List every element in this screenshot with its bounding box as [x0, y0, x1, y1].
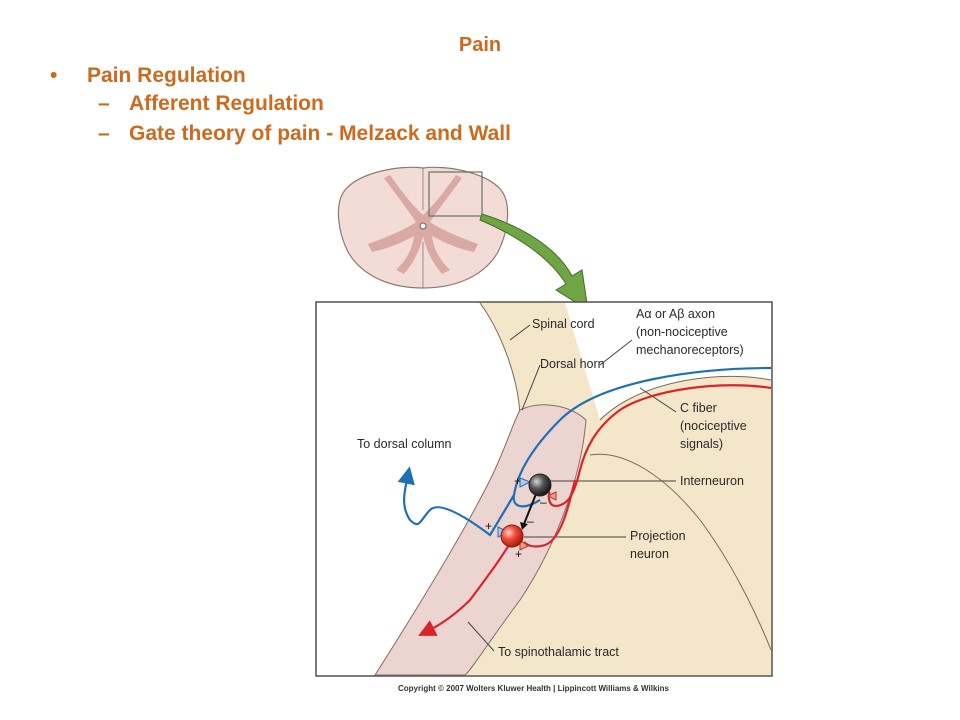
dorsal-column-branch — [397, 466, 515, 537]
diagram-labels: Spinal cord Dorsal horn Aα or Aβ axon (n… — [357, 307, 747, 659]
c-to-interneuron-synapse — [546, 491, 557, 501]
label-c-fiber-1: C fiber — [680, 401, 717, 415]
bullet-text: Pain Regulation — [87, 64, 246, 87]
zoom-region-box — [428, 171, 483, 217]
label-interneuron: Interneuron — [680, 474, 744, 488]
a-to-interneuron-synapse — [519, 477, 532, 488]
label-spinothalamic: To spinothalamic tract — [498, 645, 619, 659]
leader-lines — [467, 324, 677, 652]
minus-sign: – — [527, 514, 534, 528]
label-a-axon-3: mechanoreceptors) — [636, 343, 744, 357]
label-projection-2: neuron — [630, 547, 669, 561]
label-c-fiber-3: signals) — [680, 437, 723, 451]
a-fiber-axon — [512, 366, 772, 508]
label-c-fiber-2: (nociceptive — [680, 419, 747, 433]
bullet-marker: • — [50, 64, 58, 87]
label-dorsal-horn: Dorsal horn — [540, 357, 605, 371]
subbullet-text: Gate theory of pain - Melzack and Wall — [129, 122, 511, 145]
copyright-notice: Copyright © 2007 Wolters Kluwer Health |… — [398, 684, 669, 693]
c-fiber-branch — [523, 479, 577, 548]
projection-neuron-cell — [500, 524, 524, 548]
inhibitory-arrowhead — [520, 522, 528, 530]
minus-sign: – — [540, 495, 547, 509]
spinal-cord-cross-section — [337, 166, 509, 289]
zoom-arrow — [479, 213, 589, 311]
label-projection-1: Projection — [630, 529, 686, 543]
label-dorsal-column: To dorsal column — [357, 437, 452, 451]
slide-title: Pain — [458, 34, 502, 56]
interneuron-cell — [528, 473, 552, 497]
subbullet-marker: – — [98, 92, 110, 115]
leader-spinothalamic — [467, 621, 495, 652]
subbullet-text: Afferent Regulation — [129, 92, 324, 115]
synapse-signs: + – – + + — [485, 474, 547, 561]
spinothalamic-axon — [418, 539, 513, 636]
plus-sign: + — [485, 519, 492, 533]
label-a-axon-2: (non-nociceptive — [636, 325, 728, 339]
plus-sign: + — [515, 547, 522, 561]
label-spinal-cord: Spinal cord — [532, 317, 595, 331]
inhibitory-connection — [523, 493, 537, 525]
label-a-axon-1: Aα or Aβ axon — [636, 307, 715, 321]
leader-c-fiber — [639, 387, 677, 413]
plus-sign: + — [514, 474, 521, 488]
c-to-projection-synapse — [519, 539, 529, 551]
subbullet-marker: – — [98, 122, 110, 145]
leader-a-axon — [599, 339, 633, 366]
c-fiber-axon — [547, 384, 772, 508]
leader-dorsal-horn — [521, 364, 541, 411]
enlarged-dorsal-horn-panel — [315, 301, 773, 677]
leader-spinal-cord — [509, 324, 531, 341]
